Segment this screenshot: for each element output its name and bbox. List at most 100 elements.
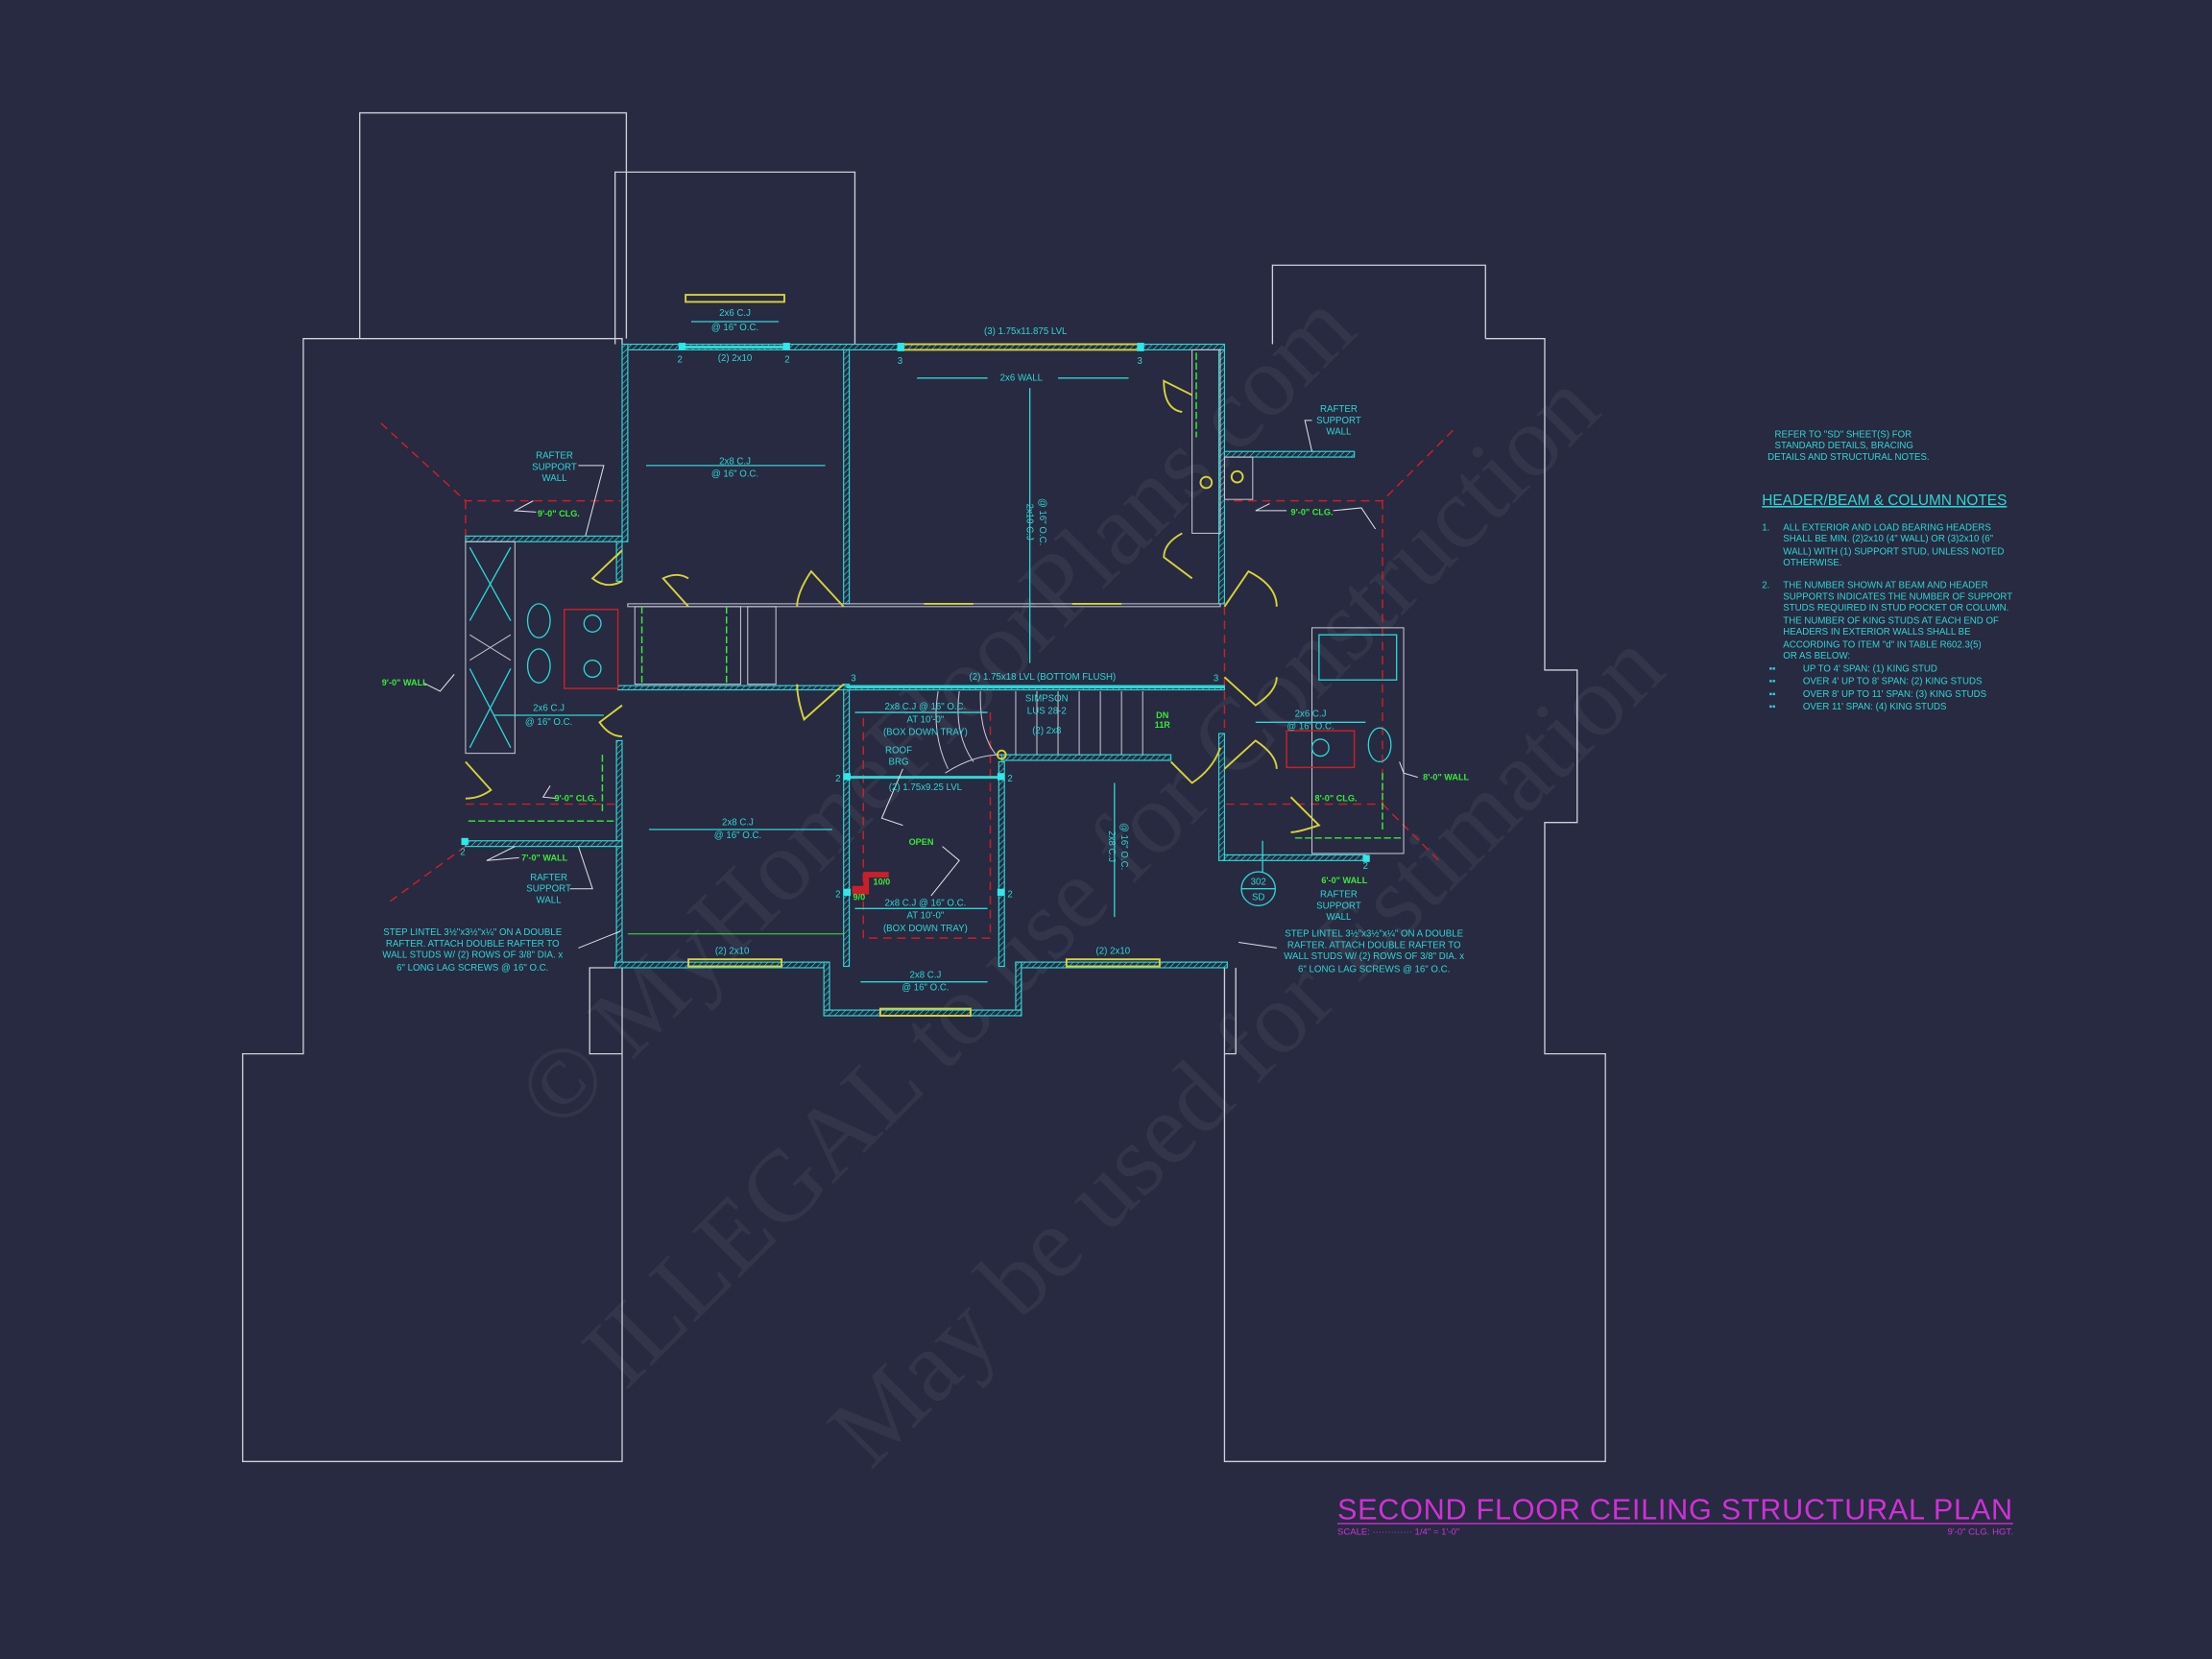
roof-outline [242, 111, 1606, 1462]
label-stud-count: 2 [784, 355, 789, 366]
label-wall: 2x6 WALL [1000, 373, 1044, 384]
label-wall-height: 7'-0" WALL [521, 853, 567, 862]
label-spacing: @ 16" O.C. [711, 323, 758, 333]
label-rafter-support: WALL [537, 895, 563, 905]
label-cj: 2x8 C.J @ 16" O.C. [884, 898, 966, 908]
label-rafter-support: WALL [1326, 427, 1352, 438]
note-number: 2. [1762, 581, 1769, 591]
note-1: OTHERWISE. [1783, 558, 1841, 568]
label-stud-count: 2 [460, 847, 465, 857]
label-spacing: @ 16" O.C. [1037, 498, 1047, 545]
label-spacing: @ 16" O.C. [902, 983, 949, 994]
step-lintel-note: STEP LINTEL 3½"x3½"x¼" ON A DOUBLE [383, 927, 562, 938]
drawing-scale: SCALE: ············· 1/4" = 1'-0" [1337, 1527, 1459, 1538]
note-2: THE NUMBER OF KING STUDS AT EACH END OF [1783, 615, 1999, 626]
note-2: ACCORDING TO ITEM "d" IN TABLE R602.3(5) [1783, 639, 1981, 650]
label-open: OPEN [909, 837, 934, 847]
note-bullet: UP TO 4' SPAN: (1) KING STUD [1803, 663, 1937, 674]
label-beam: (3) 1.75x11.875 LVL [984, 326, 1068, 337]
label-cj: 2x6 C.J [719, 308, 751, 319]
refer-note: REFER TO "SD" SHEET(S) FOR [1774, 430, 1911, 441]
label-tray: (BOX DOWN TRAY) [883, 728, 968, 738]
label-wall-height: 9'-0" WALL [382, 678, 428, 687]
label-stud-count: 3 [1214, 674, 1218, 685]
general-notes: REFER TO "SD" SHEET(S) FOR STANDARD DETA… [1762, 430, 2012, 713]
label-spacing: @ 16" O.C. [1286, 722, 1334, 733]
label-ceiling-height: 9'-0" CLG. [1291, 507, 1334, 517]
label-stud-count: 3 [1138, 356, 1142, 367]
note-bullet: OVER 4' UP TO 8' SPAN: (2) KING STUDS [1803, 677, 1983, 687]
note-2: HEADERS IN EXTERIOR WALLS SHALL BE [1783, 627, 1971, 637]
label-stair-risers: 11R [1155, 720, 1171, 730]
label-ceiling-height: 9/0 [854, 892, 866, 902]
label-stud-count: 2 [1007, 890, 1012, 901]
label-beam: (2) 1.75x18 LVL (BOTTOM FLUSH) [970, 672, 1117, 683]
note-1: ALL EXTERIOR AND LOAD BEARING HEADERS [1783, 522, 1991, 533]
label-rafter-support: SUPPORT [1316, 416, 1361, 426]
label-roof-bearing: BRG [888, 757, 908, 767]
label-ceiling-height: 10/0 [874, 877, 891, 886]
note-2: OR AS BELOW: [1783, 651, 1850, 661]
label-rafter-support: SUPPORT [1316, 901, 1361, 911]
ceiling-height-lines [468, 352, 1403, 935]
label-stud-count: 2 [1363, 861, 1368, 872]
span-arrows [493, 321, 1366, 983]
label-tray-height: AT 10'-0" [906, 911, 944, 922]
label-rafter-support: WALL [1326, 912, 1352, 923]
label-roof-bearing: ROOF [885, 746, 912, 757]
svg-text:▪▪: ▪▪ [1769, 663, 1776, 674]
label-spacing: @ 16" O.C. [525, 717, 572, 728]
stair [935, 690, 1143, 774]
label-ceiling-height: 8'-0" CLG. [1315, 794, 1358, 804]
note-2: THE NUMBER SHOWN AT BEAM AND HEADER [1783, 581, 1987, 591]
label-stud-count: 3 [851, 674, 855, 685]
label-cj: 2x8 C.J [909, 970, 941, 980]
label-cj: 2x8 C.J [719, 456, 751, 467]
step-lintel-note: STEP LINTEL 3½"x3½"x¼" ON A DOUBLE [1285, 929, 1463, 940]
label-ceiling-height: 9'-0" CLG. [555, 794, 597, 804]
label-rafter-support: WALL [541, 473, 567, 484]
note-1: WALL) WITH (1) SUPPORT STUD, UNLESS NOTE… [1783, 546, 2004, 557]
label-wall-height: 8'-0" WALL [1423, 773, 1469, 782]
detail-callout-sheet: SD [1252, 892, 1264, 902]
step-lintel-note: RAFTER. ATTACH DOUBLE RAFTER TO [1287, 940, 1461, 950]
label-stud-count: 2 [835, 774, 840, 784]
label-rafter-support: RAFTER [1320, 404, 1358, 415]
label-stud-count: 3 [898, 356, 902, 367]
label-tray-height: AT 10'-0" [906, 714, 944, 725]
watermark: © MyHomeFloorPlans.com ILLEGAL to use fo… [495, 270, 1684, 1487]
label-header: (2) 2x8 [1032, 726, 1061, 736]
label-rafter-support: RAFTER [530, 873, 567, 883]
label-hanger: LUS 28-2 [1027, 707, 1067, 717]
note-number: 1. [1762, 522, 1769, 533]
notes-heading: HEADER/BEAM & COLUMN NOTES [1762, 493, 2007, 509]
label-spacing: @ 16" O.C. [1118, 823, 1129, 870]
note-bullet: OVER 8' UP TO 11' SPAN: (3) KING STUDS [1803, 689, 1987, 700]
note-bullet: OVER 11' SPAN: (4) KING STUDS [1803, 702, 1947, 712]
svg-text:▪▪: ▪▪ [1769, 677, 1776, 687]
leaders [422, 420, 1418, 949]
label-spacing: @ 16" O.C. [711, 469, 758, 480]
step-lintel-note: RAFTER. ATTACH DOUBLE RAFTER TO [386, 939, 560, 950]
label-stud-count: 2 [678, 355, 683, 366]
ceiling-height-note: 9'-0" CLG. HGT. [1947, 1527, 2012, 1538]
step-lintel-note: WALL STUDS W/ (2) ROWS OF 3/8" DIA. x [382, 950, 563, 961]
label-header: (2) 2x10 [715, 946, 750, 956]
label-rafter-support: RAFTER [536, 451, 573, 462]
label-ceiling-height: 9'-0" CLG. [538, 509, 580, 518]
label-stud-count: 2 [835, 890, 840, 901]
label-wall-height: 6'-0" WALL [1321, 876, 1367, 885]
drawing-title: SECOND FLOOR CEILING STRUCTURAL PLAN [1337, 1493, 2013, 1527]
label-cj: 2x8 C.J @ 16" O.C. [884, 702, 966, 712]
label-tray: (BOX DOWN TRAY) [883, 924, 968, 934]
title-block: SECOND FLOOR CEILING STRUCTURAL PLAN SCA… [1337, 1493, 2013, 1538]
label-spacing: @ 16" O.C. [714, 830, 761, 841]
svg-text:▪▪: ▪▪ [1769, 702, 1776, 712]
step-lintel-note: 6" LONG LAG SCREWS @ 16" O.C. [1298, 964, 1450, 974]
plan-labels: 2x6 C.J @ 16" O.C. (2) 2x10 2 2 (3) 1.75… [382, 308, 1470, 993]
label-header: (2) 2x10 [1096, 946, 1131, 956]
step-lintel-note: WALL STUDS W/ (2) ROWS OF 3/8" DIA. x [1284, 951, 1464, 962]
note-1: SHALL BE MIN. (2)2x10 (4" WALL) OR (3)2x… [1783, 534, 1993, 544]
label-beam: (2) 1.75x9.25 LVL [889, 782, 963, 793]
